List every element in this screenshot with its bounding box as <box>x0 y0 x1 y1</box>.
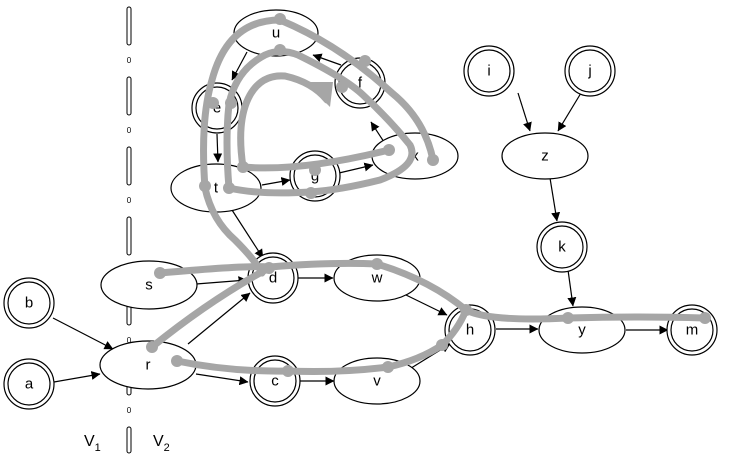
svg-text:u: u <box>272 25 280 42</box>
path-s-to-m <box>156 259 709 323</box>
edge-k-y <box>567 269 577 307</box>
path-dot <box>309 164 321 176</box>
path-r-to-d <box>148 264 273 351</box>
path-dot <box>154 267 166 279</box>
path-dot <box>383 144 395 156</box>
svg-text:f: f <box>358 75 363 92</box>
path-dot <box>223 182 235 194</box>
path-dot <box>274 44 286 56</box>
path-r-to-h <box>173 306 470 375</box>
svg-text:c: c <box>271 373 279 390</box>
path-dot <box>199 180 211 192</box>
path-dot <box>371 258 383 270</box>
node-m: m <box>666 304 718 356</box>
path-loop-inner-tail <box>239 146 393 172</box>
path-dot <box>207 97 219 109</box>
edge-r-d <box>187 292 251 345</box>
svg-text:d: d <box>269 270 277 287</box>
edge-s-d <box>195 276 248 286</box>
path-dot <box>263 262 275 274</box>
svg-text:w: w <box>371 270 383 287</box>
edge-z-k <box>549 177 561 222</box>
svg-text:h: h <box>466 322 474 339</box>
node-c: c <box>249 355 301 407</box>
svg-text:a: a <box>25 376 34 393</box>
svg-text:e: e <box>213 100 221 117</box>
svg-text:j: j <box>587 63 591 80</box>
path-arrowhead <box>305 82 333 107</box>
path-dot <box>699 312 711 324</box>
edge-a-r <box>53 371 101 383</box>
edge-b-r <box>52 317 114 350</box>
edges <box>52 51 669 386</box>
node-b: b <box>3 277 55 329</box>
edge-t-d <box>231 209 264 259</box>
path-dot <box>336 81 348 93</box>
gap-mark: 0 <box>127 196 132 205</box>
gap-mark: 0 <box>127 406 132 415</box>
svg-text:m: m <box>686 322 699 339</box>
svg-text:r: r <box>146 357 151 374</box>
edge-t-g <box>261 177 291 186</box>
node-k: k <box>536 221 588 273</box>
svg-text:b: b <box>25 295 33 312</box>
svg-text:s: s <box>145 277 153 294</box>
path-dot <box>146 341 158 353</box>
path-dot <box>427 154 439 166</box>
edge-u-e <box>231 51 248 81</box>
svg-text:v: v <box>373 373 381 390</box>
path-dot <box>171 355 183 367</box>
gap-mark: 0 <box>127 56 132 65</box>
path-dot <box>225 97 237 109</box>
edge-j-z <box>557 92 582 132</box>
gap-mark: 0 <box>127 336 132 345</box>
path-dot <box>460 304 472 316</box>
node-i: i <box>463 45 515 97</box>
svg-text:i: i <box>487 63 490 80</box>
svg-text:y: y <box>578 322 586 339</box>
gap-mark: 0 <box>127 126 132 135</box>
svg-text:z: z <box>541 148 549 165</box>
edge-w-h <box>405 294 448 316</box>
node-z: z <box>501 132 589 180</box>
svg-text:k: k <box>558 239 566 256</box>
path-dot <box>382 361 394 373</box>
path-dot <box>282 365 294 377</box>
edge-x-f <box>370 121 385 143</box>
partition-labels: V1 V2 <box>84 433 170 454</box>
path-dot <box>274 13 286 25</box>
edge-g-x <box>338 162 374 174</box>
edge-e-t <box>213 133 223 163</box>
svg-text:t: t <box>214 180 219 197</box>
path-loop-outer <box>200 16 437 277</box>
path-dot <box>562 312 574 324</box>
path-dot <box>305 187 317 199</box>
node-j: j <box>564 45 616 97</box>
edge-i-z <box>517 92 532 132</box>
node-a: a <box>3 358 55 410</box>
path-dot <box>359 55 371 67</box>
highlight-paths <box>146 13 711 377</box>
path-dot <box>237 161 249 173</box>
edge-r-c <box>195 373 249 386</box>
edge-f-u <box>312 53 342 66</box>
path-dot <box>436 339 448 351</box>
label-v1: V1 <box>84 433 101 454</box>
label-v2: V2 <box>153 433 170 454</box>
